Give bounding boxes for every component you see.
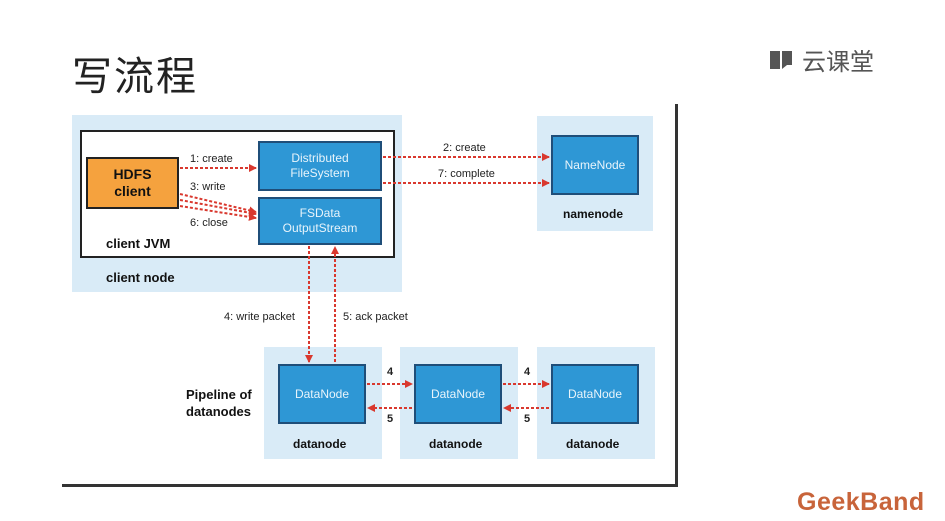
client-jvm-label: client JVM xyxy=(106,236,171,251)
distributed-fs-line1: Distributed xyxy=(291,151,349,165)
datanode-label-2: datanode xyxy=(429,437,483,451)
client-node-label: client node xyxy=(106,270,175,285)
pipeline-label: Pipeline of datanodes xyxy=(186,386,252,420)
fsdata-line1: FSData xyxy=(299,206,341,220)
datanode-box-3: DataNode xyxy=(551,364,639,424)
datanode-box-2: DataNode xyxy=(414,364,502,424)
slide-title: 写流程 xyxy=(72,54,198,100)
step-7-label: 7: complete xyxy=(438,168,495,180)
step-5-label: 5: ack packet xyxy=(343,311,408,323)
step-4-num-b: 4 xyxy=(524,366,531,378)
step-4-num-a: 4 xyxy=(387,366,394,378)
namenode-label: namenode xyxy=(563,207,624,221)
hdfs-client-line2: client xyxy=(114,183,151,199)
step-4-label: 4: write packet xyxy=(224,311,295,323)
datanode-box-1: DataNode xyxy=(278,364,366,424)
datanode-label-1: datanode xyxy=(293,437,347,451)
step-3-label: 3: write xyxy=(190,181,226,193)
step-6-label: 6: close xyxy=(190,217,228,229)
namenode-box: NameNode xyxy=(551,135,639,195)
yunketang-logo: 云课堂 xyxy=(768,42,874,77)
step-5-num-b: 5 xyxy=(524,413,531,425)
fsdata-line2: OutputStream xyxy=(282,221,358,235)
fsdata-outputstream-box: FSData OutputStream xyxy=(258,197,382,245)
distributed-fs-line2: FileSystem xyxy=(290,166,350,180)
datanode-label-3: datanode xyxy=(566,437,620,451)
distributed-filesystem-box: Distributed FileSystem xyxy=(258,141,382,191)
step-5-num-a: 5 xyxy=(387,413,394,425)
pipeline-line2: datanodes xyxy=(186,404,252,419)
logo-text: 云课堂 xyxy=(802,48,874,76)
pipeline-line1: Pipeline of xyxy=(186,387,252,402)
step-1-label: 1: create xyxy=(190,153,233,165)
book-icon xyxy=(770,50,792,69)
hdfs-client-box: HDFS client xyxy=(86,157,179,209)
step-2-label: 2: create xyxy=(443,142,486,154)
geekband-logo: GeekBand xyxy=(797,488,925,516)
hdfs-client-line1: HDFS xyxy=(113,166,152,182)
